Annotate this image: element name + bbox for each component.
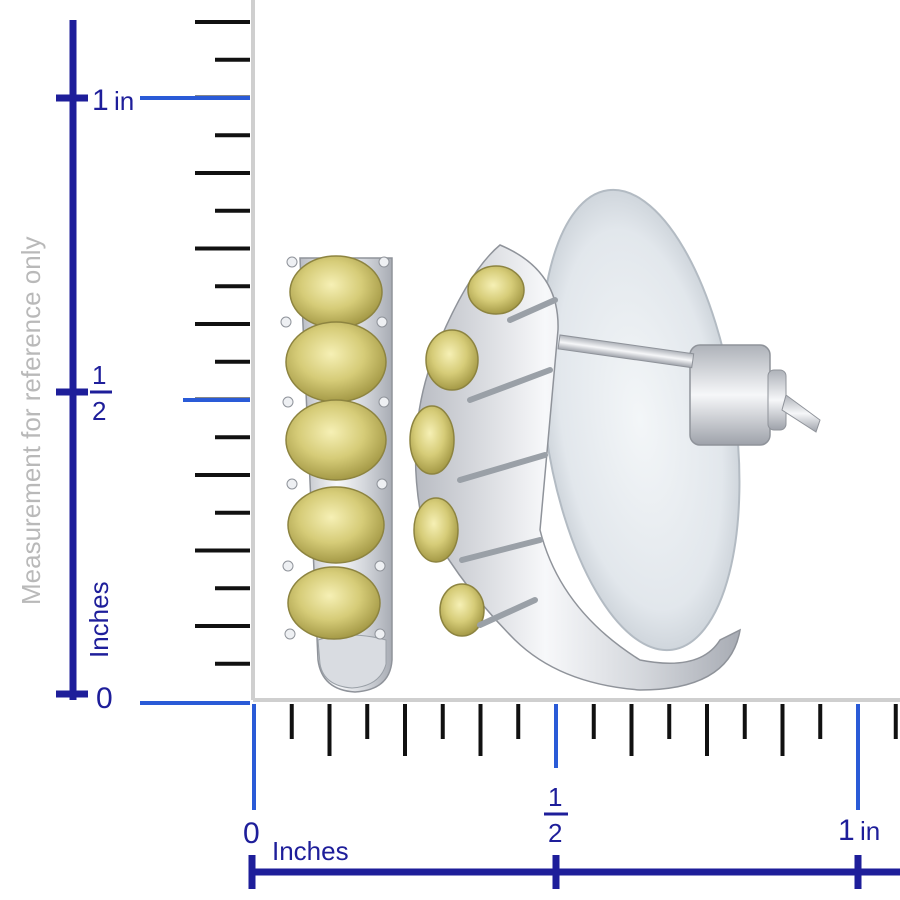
- horizontal-ruler-ticks: [289, 704, 898, 756]
- front-gem-row: [285, 255, 387, 640]
- horizontal-label-zero: 0: [243, 817, 260, 850]
- horizontal-ruler-guides: [252, 704, 860, 810]
- vertical-unit-label: Inches: [84, 581, 114, 658]
- horizontal-label-one: 1: [838, 814, 855, 847]
- vertical-scale-bar: [56, 20, 88, 700]
- vertical-ruler-guides: [140, 96, 250, 705]
- horizontal-label-one-unit: in: [860, 816, 880, 846]
- earring-photo: [280, 188, 821, 693]
- vertical-label-one: 1: [92, 84, 109, 117]
- horizontal-label-half-den: 2: [548, 818, 562, 848]
- vertical-ruler-labels: 1 in 1 2 0 Inches: [84, 84, 134, 715]
- horizontal-unit-label: Inches: [272, 836, 349, 866]
- side-gem-row: [409, 265, 525, 637]
- horizontal-ruler-labels: 0 Inches 1 2 1 in: [243, 782, 880, 866]
- vertical-label-half-num: 1: [92, 360, 106, 390]
- horizontal-scale-bar: [248, 855, 900, 889]
- horizontal-label-half-num: 1: [548, 782, 562, 812]
- vertical-label-one-unit: in: [114, 86, 134, 116]
- reference-note: Measurement for reference only: [16, 236, 46, 605]
- vertical-ruler-ticks: [195, 20, 250, 666]
- side-earring: [409, 188, 821, 691]
- vertical-label-half-den: 2: [92, 396, 106, 426]
- front-earring: [280, 255, 393, 693]
- vertical-label-zero: 0: [96, 682, 113, 715]
- ruler-frame: [251, 0, 900, 702]
